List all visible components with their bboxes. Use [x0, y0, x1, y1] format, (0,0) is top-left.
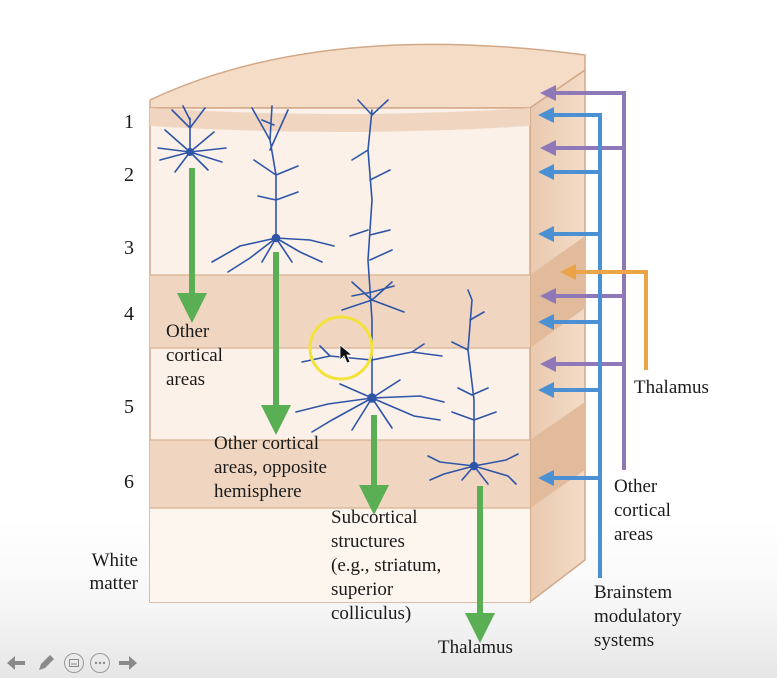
neurons [157, 99, 519, 485]
neuron-layer6-pyramidal [427, 289, 519, 485]
label-brainstem: Brainstem modulatory systems [594, 582, 682, 651]
band-layer6 [150, 440, 530, 508]
text-line: Other [614, 476, 658, 497]
text-line: areas [166, 369, 205, 390]
text-line: Other [166, 321, 210, 342]
text-line: Other cortical [214, 433, 319, 454]
layer-label-2: 2 [124, 164, 134, 186]
text-line: hemisphere [214, 481, 302, 502]
white-matter-line2: matter [89, 573, 138, 594]
input-thalamus [560, 264, 648, 370]
input-brainstem [538, 107, 602, 578]
label-other-cortical-opposite: Other cortical areas, opposite hemispher… [214, 433, 327, 502]
more-icon[interactable] [90, 653, 110, 673]
slide-toolbar [4, 650, 140, 676]
block-top-face [149, 43, 586, 109]
blue-trunk [552, 113, 602, 578]
text-line: areas, opposite [214, 457, 327, 478]
text-line: cortical [614, 500, 671, 521]
orange-trunk [572, 270, 648, 370]
text-line: colliculus) [331, 603, 411, 624]
band-layer4 [150, 275, 530, 348]
label-subcortical: Subcortical structures (e.g., striatum, … [331, 507, 441, 624]
mouse-cursor-icon [339, 344, 354, 364]
label-thalamus-right: Thalamus [634, 377, 709, 398]
neuron-layer3-pyramidal [211, 105, 335, 273]
layer-label-1: 1 [124, 111, 134, 133]
arrow-left-icon[interactable] [4, 651, 28, 675]
layer-label-3: 3 [124, 237, 134, 259]
pen-icon[interactable] [34, 651, 58, 675]
text-line: Brainstem [594, 582, 672, 603]
purple-trunk [552, 91, 626, 470]
highlight-ring [308, 315, 374, 381]
label-other-cortical-areas: Other cortical areas [166, 321, 223, 390]
layer-number-labels: 1 2 3 4 5 6 [124, 111, 134, 493]
layer-label-6: 6 [124, 471, 134, 493]
input-other-cortical [540, 85, 626, 470]
text-line: structures [331, 531, 405, 552]
white-matter-label: White matter [89, 550, 138, 594]
white-matter-line1: White [92, 550, 138, 571]
neuron-soma [271, 233, 281, 243]
label-thalamus-bottom: Thalamus [438, 637, 513, 658]
neuron-soma [469, 461, 479, 471]
side-band-layer6 [530, 402, 585, 508]
text-line: (e.g., striatum, [331, 555, 441, 576]
label-other-cortical-right: Other cortical areas [614, 476, 671, 545]
text-line: cortical [166, 345, 223, 366]
text-line: systems [594, 630, 654, 651]
neuron-soma [367, 393, 377, 403]
text-line: Subcortical [331, 507, 418, 528]
cortex-block [149, 43, 586, 604]
text-line: areas [614, 524, 653, 545]
neuron-layer5-pyramidal [295, 99, 445, 433]
subtitles-icon[interactable] [64, 653, 84, 673]
text-line: modulatory [594, 606, 682, 627]
band-layer1 [150, 108, 530, 132]
output-arrows [177, 168, 495, 643]
band-white-matter [150, 508, 530, 602]
neuron-layer2-stellate [157, 105, 227, 173]
arrow-right-icon[interactable] [116, 651, 140, 675]
layer-label-4: 4 [124, 303, 134, 325]
layer-label-5: 5 [124, 396, 134, 418]
text-line: superior [331, 579, 394, 600]
neuron-soma [186, 148, 195, 157]
